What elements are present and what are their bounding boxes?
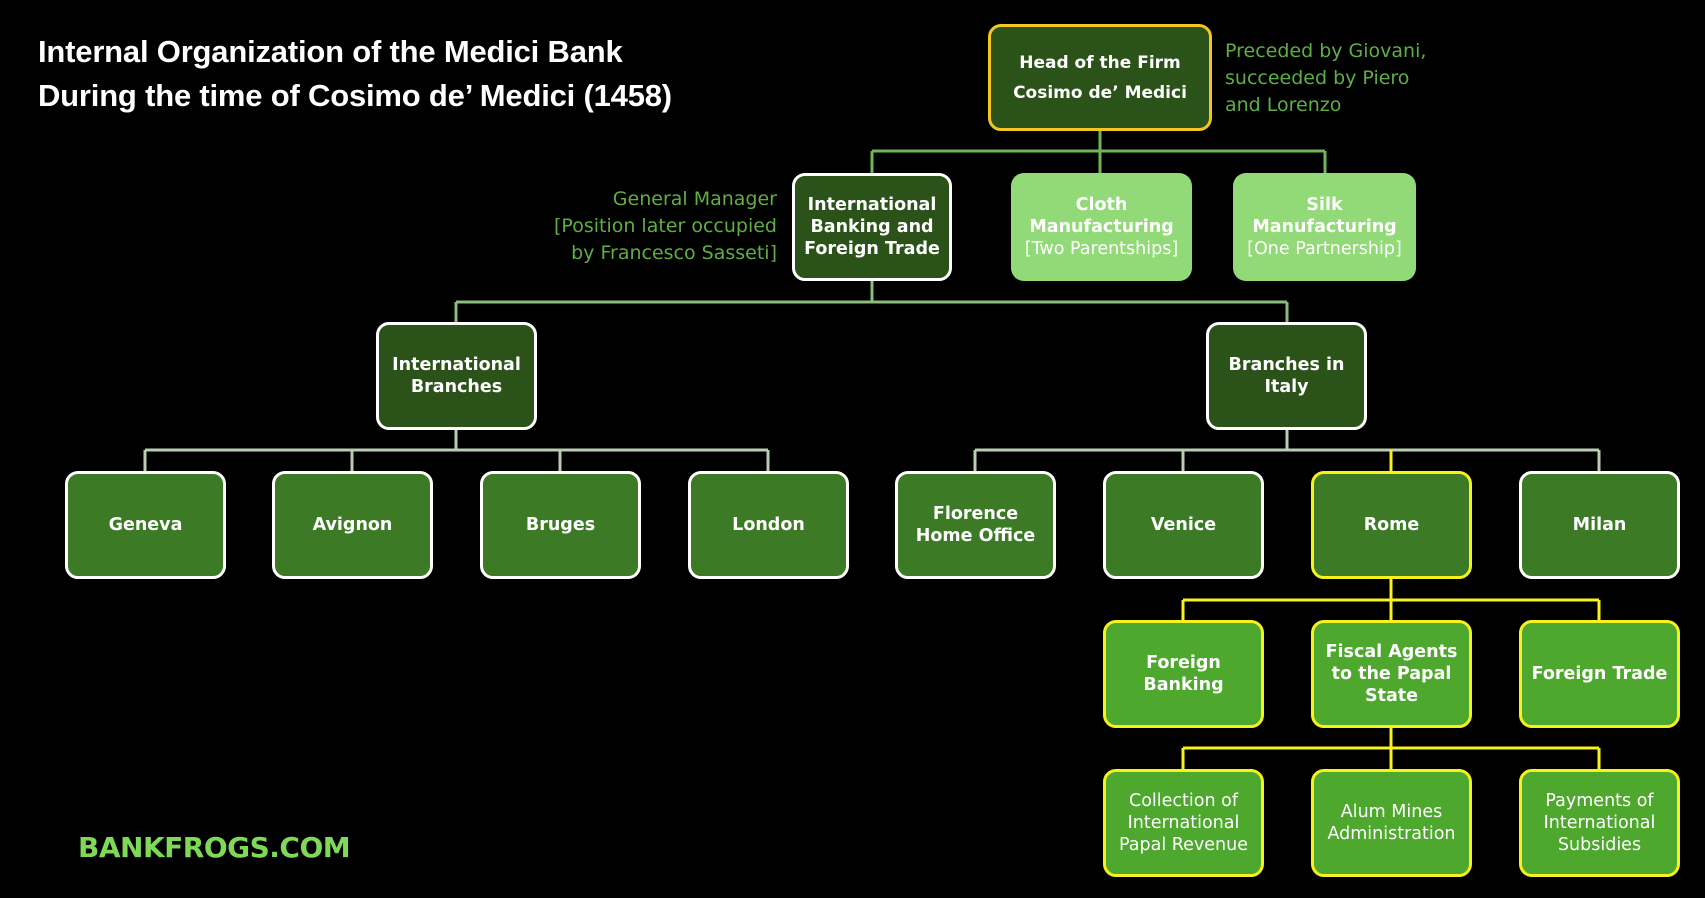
node-label: Silk <box>1306 195 1343 215</box>
node-label: Collection of <box>1129 791 1238 811</box>
node-international-banking-foreign-trade: International Banking and Foreign Trade <box>792 173 952 281</box>
node-label: Florence <box>932 504 1019 524</box>
node-branch-geneva: Geneva <box>65 471 226 579</box>
node-sublabel: [Two Parentships] <box>1024 239 1179 259</box>
node-label: Branches <box>410 377 503 397</box>
node-label: Avignon <box>312 515 393 535</box>
node-label: Branches in <box>1228 355 1345 375</box>
node-label: Fiscal Agents <box>1325 642 1458 662</box>
node-label: Head of the Firm <box>1019 52 1181 73</box>
node-label: International <box>1543 813 1656 833</box>
node-foreign-trade: Foreign Trade <box>1519 620 1680 728</box>
note-line: succeeded by Piero <box>1225 67 1410 89</box>
connectors-rome-highlight <box>1181 450 1601 769</box>
node-label: Geneva <box>108 515 183 535</box>
node-branch-florence: Florence Home Office <box>895 471 1056 579</box>
node-branch-bruges: Bruges <box>480 471 641 579</box>
node-label: to the Papal <box>1331 664 1452 684</box>
note-line: and Lorenzo <box>1225 94 1342 116</box>
node-sublabel: [One Partnership] <box>1247 239 1402 259</box>
node-label: Manufacturing <box>1029 217 1174 237</box>
node-label: London <box>732 515 805 535</box>
node-label: Cloth <box>1075 195 1128 215</box>
connectors-ibft <box>454 281 1289 322</box>
node-foreign-banking: Foreign Banking <box>1103 620 1264 728</box>
node-label: Cosimo de’ Medici <box>1013 82 1187 103</box>
node-label: International <box>1127 813 1240 833</box>
node-branch-london: London <box>688 471 849 579</box>
node-label: Foreign <box>1146 653 1221 673</box>
node-label: Manufacturing <box>1252 217 1397 237</box>
node-label: Rome <box>1363 515 1420 535</box>
connectors-italy <box>973 430 1601 471</box>
node-international-branches: International Branches <box>376 322 537 430</box>
node-label: Home Office <box>915 526 1036 546</box>
node-label: Venice <box>1150 515 1217 535</box>
node-label: Payments of <box>1545 791 1654 811</box>
node-collection-papal-revenue: Collection of International Papal Revenu… <box>1103 769 1264 877</box>
note-line: by Francesco Sasseti] <box>571 242 777 264</box>
node-label: Bruges <box>525 515 596 535</box>
note-line: [Position later occupied <box>554 215 777 237</box>
node-label: State <box>1364 686 1418 706</box>
general-manager-note: General Manager [Position later occupied… <box>554 186 777 267</box>
node-branch-avignon: Avignon <box>272 471 433 579</box>
page-title: Internal Organization of the Medici Bank… <box>38 30 672 118</box>
head-note: Preceded by Giovani, succeeded by Piero … <box>1225 38 1426 119</box>
node-label: Foreign Trade <box>1531 664 1668 684</box>
node-branches-in-italy: Branches in Italy <box>1206 322 1367 430</box>
node-label: Alum Mines <box>1340 802 1443 822</box>
node-label: International <box>392 355 521 375</box>
note-line: Preceded by Giovani, <box>1225 40 1427 62</box>
node-branch-rome: Rome <box>1311 471 1472 579</box>
node-head-of-firm: Head of the Firm Cosimo de’ Medici <box>988 24 1212 131</box>
node-label: Banking <box>1143 675 1224 695</box>
node-alum-mines: Alum Mines Administration <box>1311 769 1472 877</box>
node-branch-milan: Milan <box>1519 471 1680 579</box>
note-line: General Manager <box>612 188 777 210</box>
node-label: Foreign Trade <box>804 239 940 259</box>
node-label: Subsidies <box>1557 835 1642 855</box>
node-label: Papal Revenue <box>1119 835 1248 855</box>
node-silk-manufacturing: Silk Manufacturing [One Partnership] <box>1233 173 1416 281</box>
node-label: Italy <box>1264 377 1309 397</box>
connectors-head <box>870 131 1327 173</box>
node-label: Administration <box>1327 824 1456 844</box>
node-fiscal-agents: Fiscal Agents to the Papal State <box>1311 620 1472 728</box>
node-cloth-manufacturing: Cloth Manufacturing [Two Parentships] <box>1011 173 1192 281</box>
title-line-1: Internal Organization of the Medici Bank <box>38 34 623 69</box>
node-label: Milan <box>1572 515 1627 535</box>
title-line-2: During the time of Cosimo de’ Medici (14… <box>38 78 672 113</box>
brand-watermark: BANKFROGS.COM <box>78 831 351 864</box>
node-branch-venice: Venice <box>1103 471 1264 579</box>
node-payments-subsidies: Payments of International Subsidies <box>1519 769 1680 877</box>
node-label: Banking and <box>810 217 934 237</box>
connectors-international <box>143 430 770 471</box>
node-label: International <box>807 195 937 215</box>
